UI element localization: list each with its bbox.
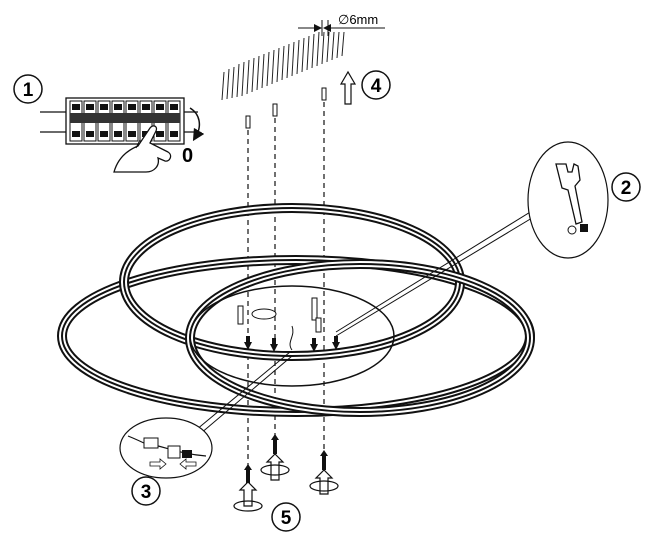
wrench-icon bbox=[555, 163, 588, 235]
drill-diameter-label: ∅6mm bbox=[338, 12, 378, 27]
step-badge-4: 4 bbox=[361, 70, 391, 100]
step-number-5: 5 bbox=[281, 508, 292, 529]
switch-off-arrow-icon bbox=[189, 107, 205, 142]
ceiling-hatch bbox=[221, 31, 345, 101]
wire-connector-icon bbox=[127, 435, 207, 470]
step-badge-5: 5 bbox=[271, 502, 301, 532]
ring-lamp bbox=[57, 203, 535, 417]
wall-dowels bbox=[245, 87, 327, 129]
step-number-3: 3 bbox=[141, 482, 152, 503]
breaker-panel bbox=[40, 97, 205, 173]
hand-icon bbox=[113, 125, 172, 173]
step-badge-1: 1 bbox=[13, 74, 43, 104]
plate-screws bbox=[244, 336, 340, 352]
step-number-1: 1 bbox=[23, 80, 34, 101]
screw-tighten-icons bbox=[233, 434, 339, 512]
switch-off-label: 0 bbox=[182, 145, 193, 167]
step-badge-2: 2 bbox=[611, 172, 641, 202]
mounting-plate bbox=[189, 285, 395, 387]
connector-callout bbox=[119, 351, 293, 479]
drill-diameter-indicator: ∅6mm bbox=[298, 12, 385, 36]
up-arrow-icon bbox=[339, 70, 357, 105]
step-badge-3: 3 bbox=[131, 476, 161, 506]
wrench-callout bbox=[335, 141, 609, 337]
step-number-2: 2 bbox=[621, 178, 632, 199]
step-number-4: 4 bbox=[371, 76, 382, 97]
